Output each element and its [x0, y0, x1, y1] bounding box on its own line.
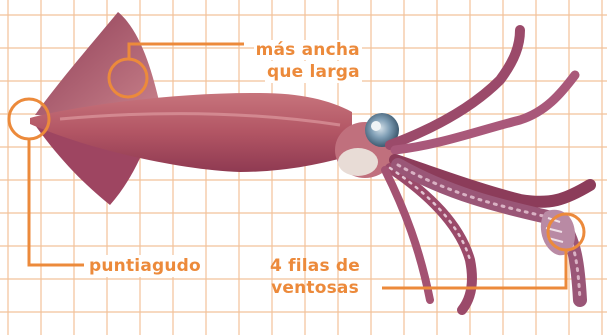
- leader-line-tip: [27, 139, 84, 267]
- squid-tentacle-club: [540, 209, 575, 256]
- squid-fin-upper: [35, 12, 160, 118]
- squid-photo: [30, 12, 596, 315]
- label-pointed: puntiagudo: [87, 255, 203, 277]
- squid-arms: [381, 25, 596, 315]
- label-wider-line1: más ancha: [253, 40, 362, 60]
- label-suckers-line2: ventosas: [271, 278, 359, 298]
- leader-line-suckers: [382, 250, 568, 290]
- squid-eye: [365, 113, 399, 147]
- leader-line-fin: [127, 42, 244, 59]
- annotations: [7, 42, 586, 290]
- label-suckers-line1: 4 filas de: [270, 256, 361, 276]
- label-wider-than-long: más ancha que larga: [245, 39, 362, 83]
- label-four-sucker-rows: 4 filas de ventosas: [270, 255, 360, 299]
- label-wider-line2: que larga: [265, 61, 362, 83]
- squid-mantle: [30, 92, 352, 172]
